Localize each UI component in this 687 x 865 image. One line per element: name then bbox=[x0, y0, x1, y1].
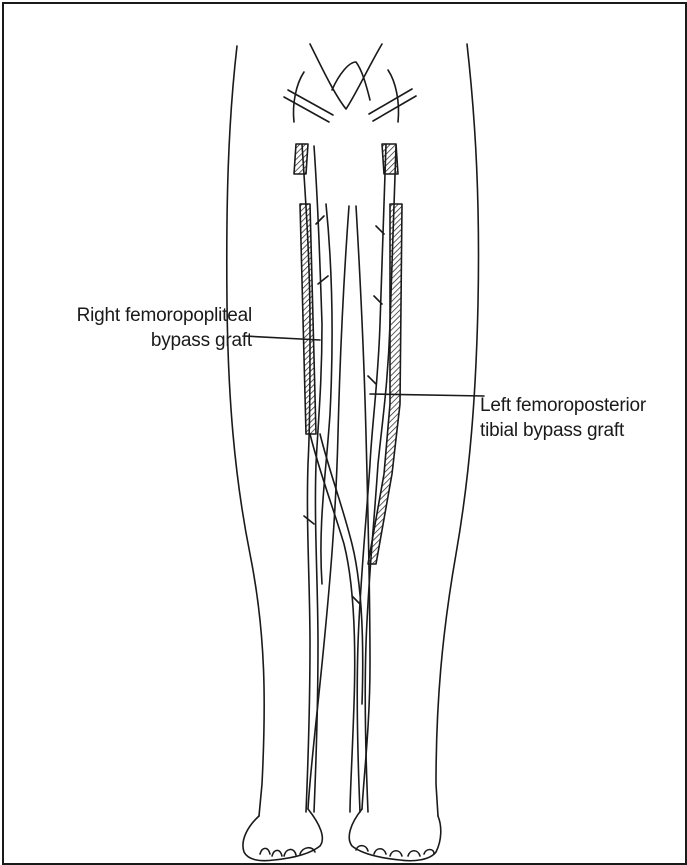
right-graft-label-line2: bypass graft bbox=[8, 328, 252, 353]
left-graft-leader-line bbox=[370, 394, 484, 396]
right-leg-outer-outline bbox=[227, 46, 264, 816]
pelvis-outline bbox=[310, 44, 382, 109]
right-foot-outline bbox=[243, 809, 322, 861]
left-graft-label-line1: Left femoroposterior bbox=[480, 393, 646, 418]
right-graft-label: Right femoropopliteal bypass graft bbox=[8, 303, 252, 353]
right-bypass-graft bbox=[300, 204, 316, 434]
left-femoral-artery bbox=[357, 144, 386, 812]
left-bypass-graft bbox=[368, 204, 402, 564]
right-leg-inner-outline bbox=[308, 206, 349, 809]
right-graft-label-line1: Right femoropopliteal bbox=[8, 303, 252, 328]
left-foot-outline bbox=[349, 809, 441, 861]
left-leg-outer-outline bbox=[436, 44, 479, 816]
left-graft-label-line2: tibial bypass graft bbox=[480, 418, 646, 443]
left-graft-label: Left femoroposterior tibial bypass graft bbox=[480, 393, 646, 443]
